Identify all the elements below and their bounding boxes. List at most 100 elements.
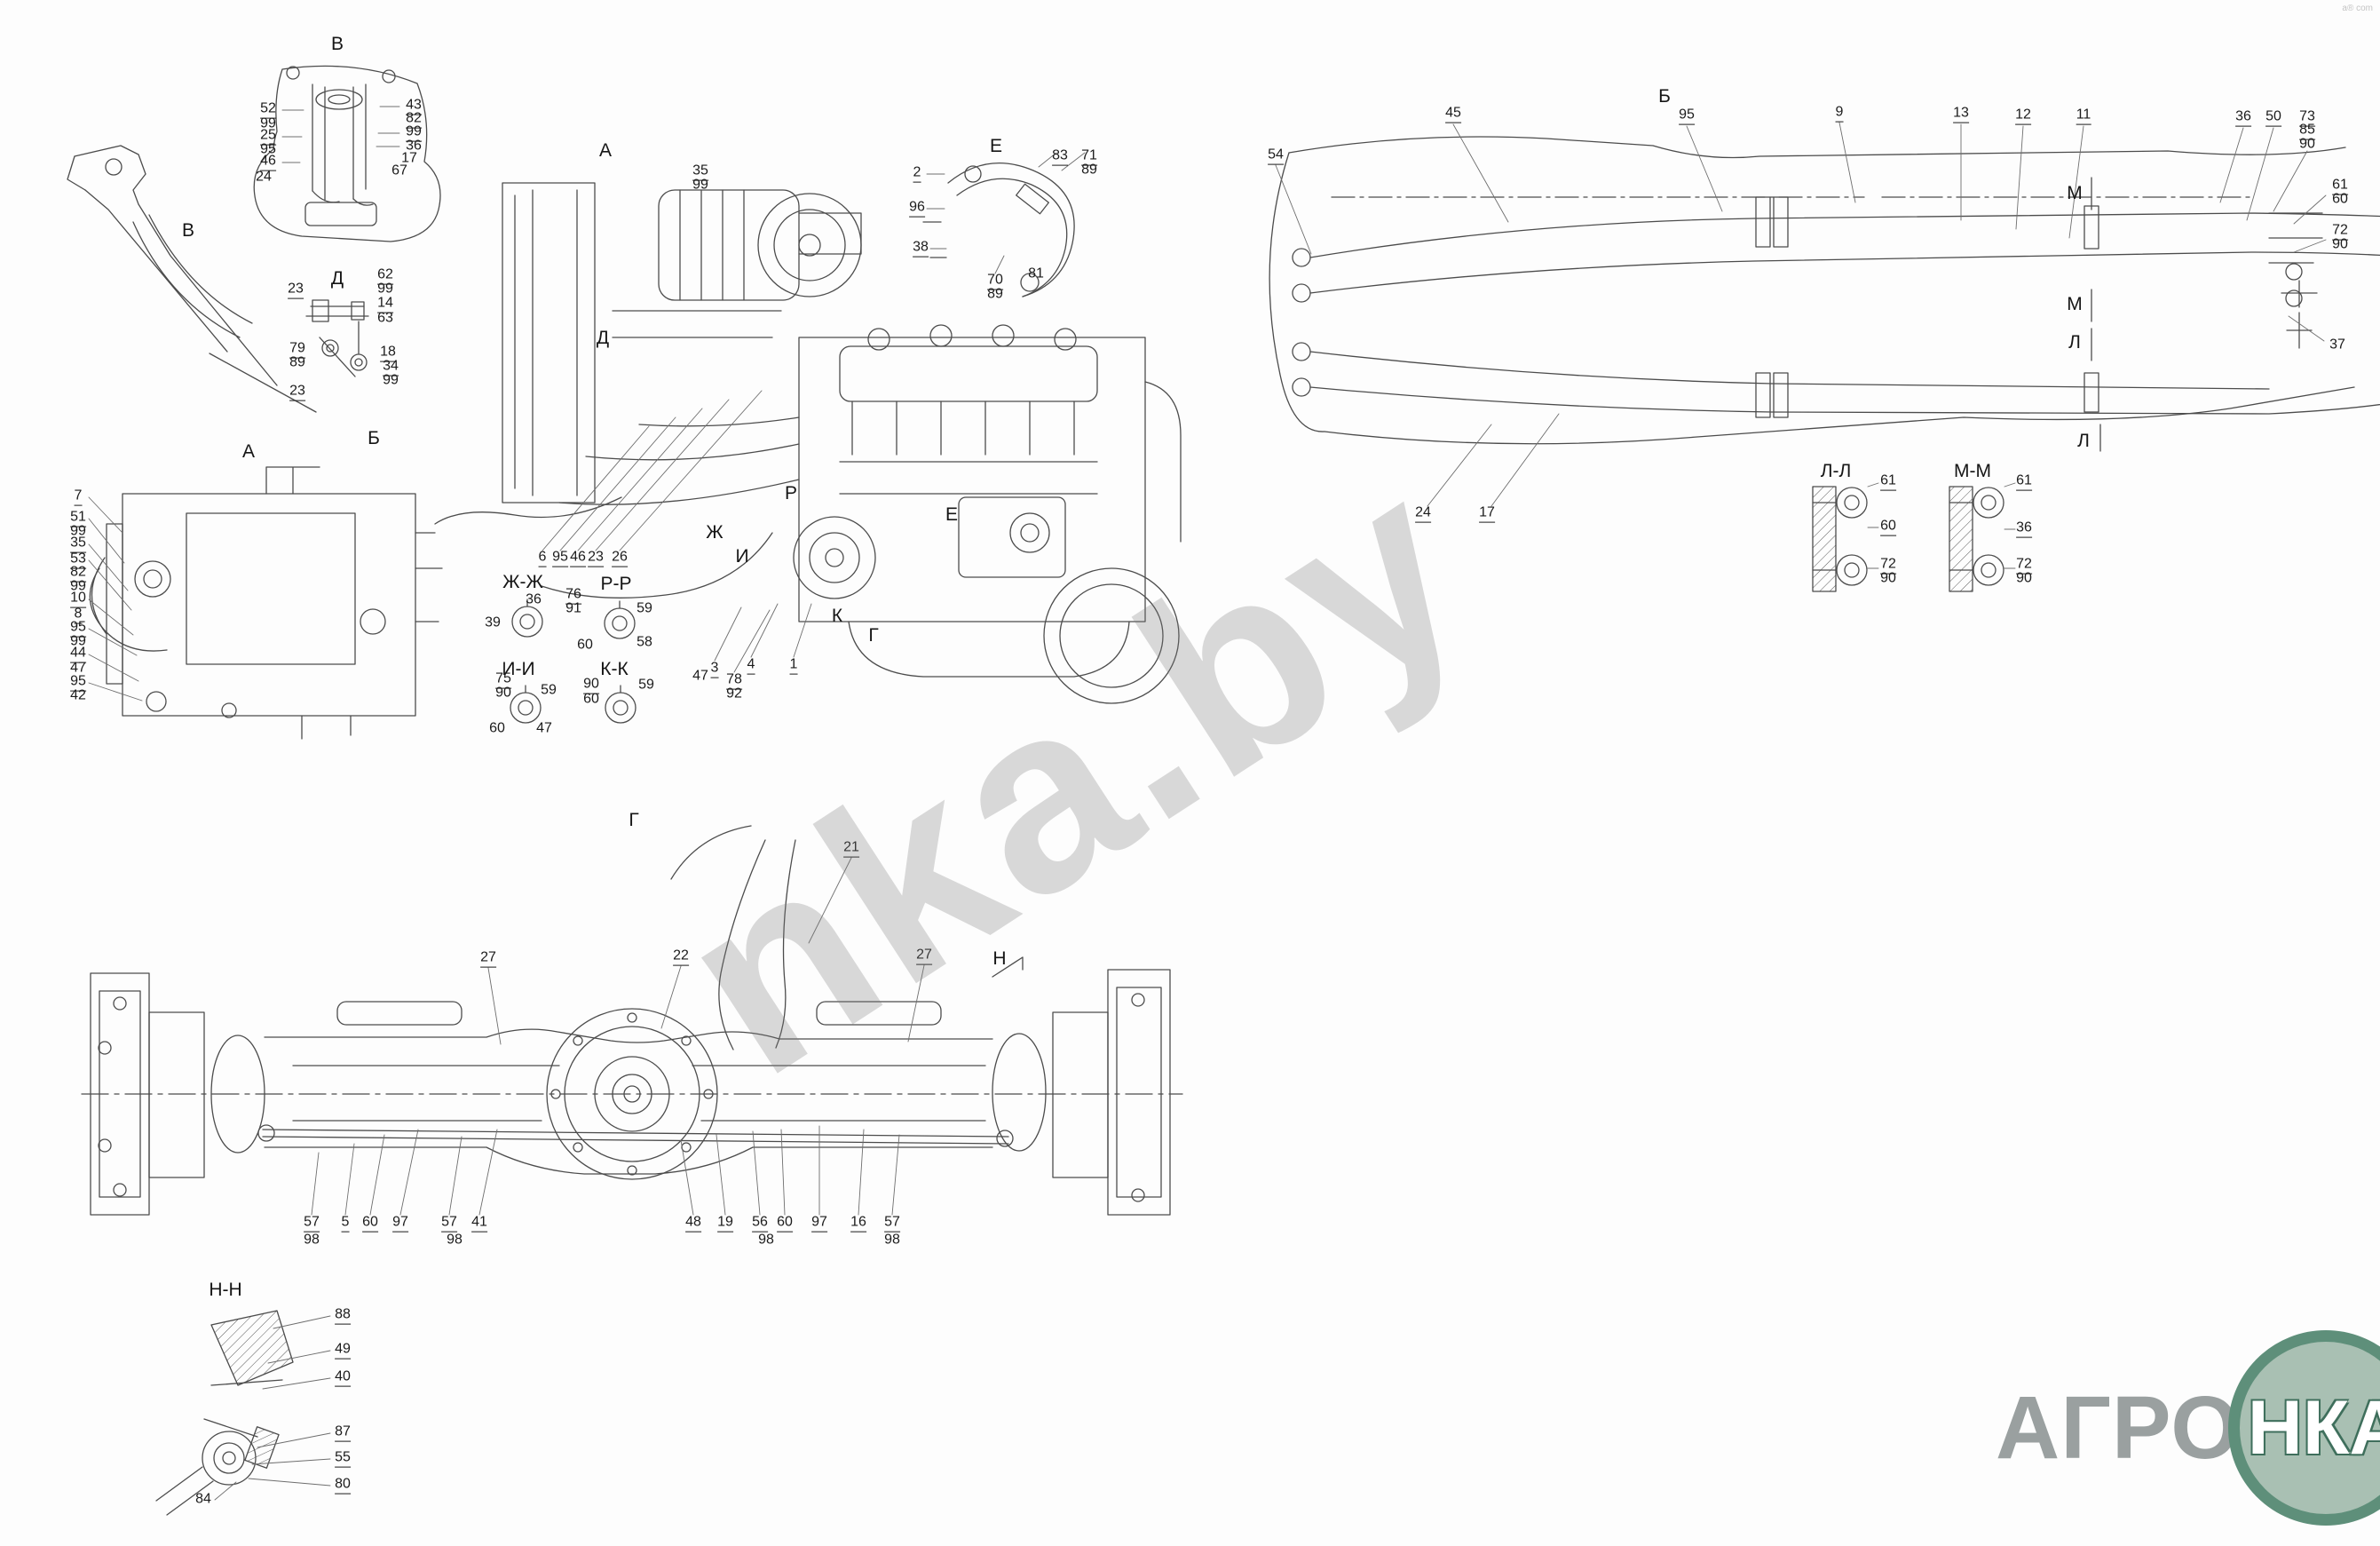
part-number: 23 bbox=[288, 281, 304, 299]
part-number: 90 bbox=[2299, 136, 2315, 152]
part-number: 90 bbox=[1880, 570, 1896, 586]
part-number: 95 bbox=[260, 141, 276, 157]
cross-sections-drawing bbox=[1812, 486, 2004, 592]
section-label: Б bbox=[1658, 85, 1671, 107]
part-number: 27 bbox=[480, 950, 496, 968]
section-label: В bbox=[181, 219, 195, 241]
part-number: 90 bbox=[2016, 570, 2032, 586]
part-number: 23 bbox=[588, 550, 604, 567]
section-label: Г bbox=[868, 624, 879, 646]
detail-v-drawing bbox=[253, 65, 441, 242]
brand-logo: АГРО НКА bbox=[1996, 1330, 2380, 1526]
part-number: 47 bbox=[70, 660, 86, 676]
part-number: 89 bbox=[987, 286, 1003, 302]
part-number: 89 bbox=[1081, 162, 1097, 178]
section-label: А bbox=[241, 440, 256, 462]
section-label: Ж bbox=[706, 521, 723, 543]
part-number: 99 bbox=[70, 633, 86, 649]
part-number: 95 bbox=[552, 550, 568, 567]
axle-drawing bbox=[81, 825, 1183, 1216]
part-number: 59 bbox=[541, 682, 557, 698]
part-number: 9 bbox=[1835, 105, 1844, 123]
part-number: 99 bbox=[377, 281, 393, 297]
part-number: 99 bbox=[383, 372, 399, 388]
part-number: 27 bbox=[916, 947, 932, 965]
part-number: 36 bbox=[406, 138, 422, 154]
part-number: 24 bbox=[256, 169, 272, 185]
part-number: 80 bbox=[335, 1477, 351, 1494]
part-number: 59 bbox=[637, 600, 652, 616]
part-number: 99 bbox=[406, 124, 422, 142]
part-number: 52 bbox=[260, 101, 276, 119]
part-number: 53 bbox=[70, 551, 86, 569]
part-number: 76 bbox=[565, 587, 581, 605]
section-label: Л bbox=[2068, 331, 2081, 353]
part-number: 98 bbox=[758, 1232, 774, 1248]
part-number: 82 bbox=[406, 111, 422, 129]
part-number: 96 bbox=[909, 200, 925, 218]
part-number: 60 bbox=[2332, 191, 2348, 207]
part-number: 72 bbox=[2016, 557, 2032, 575]
part-number: 18 bbox=[380, 345, 396, 362]
part-number: 5 bbox=[341, 1215, 350, 1233]
part-number: 92 bbox=[726, 686, 742, 702]
part-number: 61 bbox=[1880, 473, 1896, 491]
part-number: 67 bbox=[391, 163, 407, 178]
part-number: 60 bbox=[583, 691, 599, 707]
part-number: 14 bbox=[377, 296, 393, 313]
leader-lines bbox=[88, 106, 2327, 1501]
part-number: 13 bbox=[1953, 106, 1969, 123]
part-number: 73 bbox=[2299, 109, 2315, 127]
part-number: 60 bbox=[1880, 519, 1896, 536]
hydraulic-harness-drawing bbox=[1269, 136, 2380, 452]
part-number: 62 bbox=[377, 267, 393, 285]
part-number: 17 bbox=[401, 150, 417, 166]
section-label: В bbox=[330, 33, 344, 54]
part-number: 54 bbox=[1268, 147, 1284, 165]
part-number: 35 bbox=[692, 163, 708, 181]
part-number: 45 bbox=[1445, 106, 1461, 123]
part-number: 21 bbox=[843, 840, 859, 858]
part-number: 40 bbox=[335, 1369, 351, 1387]
section-label: Р bbox=[784, 482, 798, 503]
section-label: К-К bbox=[600, 658, 629, 679]
part-number: 36 bbox=[2235, 109, 2251, 127]
part-number: 98 bbox=[304, 1232, 320, 1248]
part-number: 47 bbox=[692, 668, 708, 684]
part-number: 17 bbox=[1479, 505, 1495, 523]
section-label: Р-Р bbox=[600, 573, 632, 594]
section-label: Е bbox=[989, 135, 1003, 156]
section-label: Л bbox=[2077, 430, 2090, 451]
part-number: 7 bbox=[74, 488, 83, 506]
section-label: Н-Н bbox=[209, 1279, 242, 1300]
part-number: 46 bbox=[570, 550, 586, 567]
part-number: 99 bbox=[260, 115, 276, 131]
part-number: 81 bbox=[1028, 266, 1044, 281]
part-number: 42 bbox=[70, 687, 86, 703]
section-label: Б bbox=[368, 427, 380, 448]
part-number: 57 bbox=[884, 1215, 900, 1233]
part-number: 90 bbox=[583, 677, 599, 694]
section-label: И bbox=[735, 545, 749, 567]
part-number: 63 bbox=[377, 310, 393, 326]
part-number: 38 bbox=[913, 240, 929, 258]
section-label: Д bbox=[330, 267, 344, 289]
part-number: 95 bbox=[1679, 107, 1695, 125]
part-number: 49 bbox=[335, 1342, 351, 1360]
logo-text-nka: НКА bbox=[2247, 1384, 2380, 1471]
part-number: 50 bbox=[2265, 109, 2281, 127]
part-number: 60 bbox=[577, 637, 593, 653]
part-number: 99 bbox=[692, 177, 708, 193]
part-number: 60 bbox=[362, 1215, 378, 1233]
section-fittings-drawing bbox=[510, 599, 637, 724]
part-number: 24 bbox=[1415, 505, 1431, 523]
part-number: 95 bbox=[70, 620, 86, 638]
part-number: 98 bbox=[884, 1232, 900, 1248]
part-number: 89 bbox=[289, 354, 305, 370]
part-number: 55 bbox=[335, 1450, 351, 1468]
section-label: Ж-Ж bbox=[502, 571, 543, 592]
part-number: 35 bbox=[70, 535, 86, 553]
section-label: Е bbox=[945, 503, 959, 525]
part-number: 47 bbox=[536, 720, 552, 736]
